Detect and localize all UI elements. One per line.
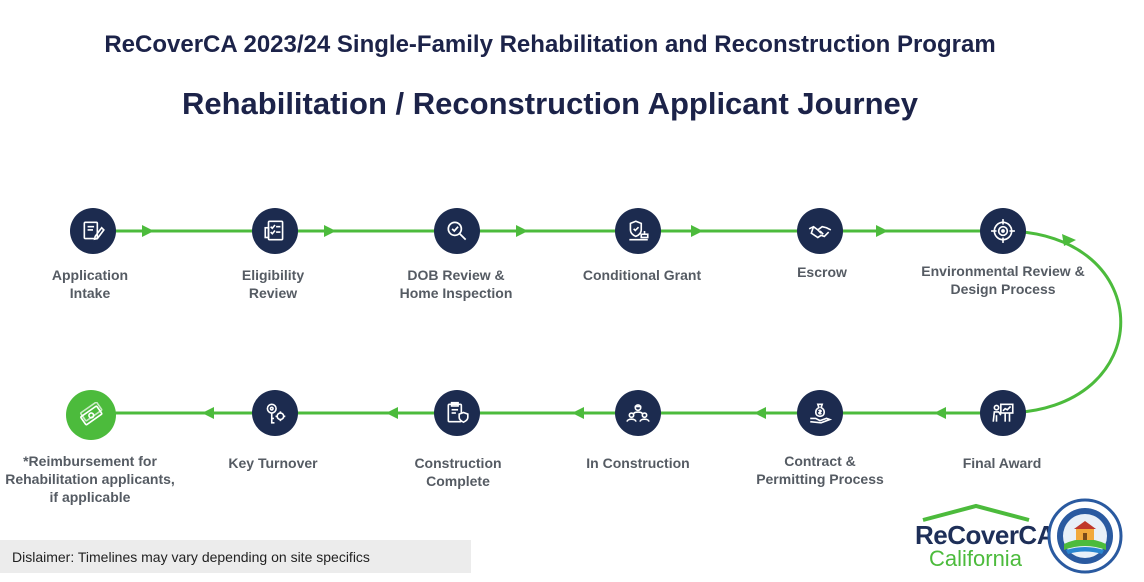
checklist-icon [264, 220, 284, 241]
step-label-contract-permitting: Contract &Permitting Process [756, 453, 884, 487]
step-node-key-turnover [252, 390, 298, 436]
step-node-environmental-review [980, 208, 1026, 254]
logo-name: ReCoverCA [915, 520, 1056, 550]
arrow-left-icon [386, 407, 398, 419]
arrow-curve-icon [1062, 234, 1076, 246]
handshake-icon [808, 225, 832, 239]
arrow-right-icon [142, 225, 154, 237]
arrow-left-icon [934, 407, 946, 419]
step-label-final-award: Final Award [962, 455, 1042, 471]
arrow-left-icon [572, 407, 584, 419]
arrow-right-icon [691, 225, 703, 237]
magnifier-check-icon [447, 221, 467, 241]
clipboard-shield-icon [447, 401, 469, 424]
journey-title: Rehabilitation / Reconstruction Applican… [181, 86, 919, 121]
connector-line [93, 229, 1123, 415]
step-node-final-award [980, 390, 1026, 436]
step-node-reimbursement [66, 390, 116, 440]
disclaimer-text: Dislaimer: Timelines may vary depending … [12, 548, 370, 565]
arrow-left-icon [202, 407, 214, 419]
arrow-left-icon [754, 407, 766, 419]
roof-icon [922, 503, 1030, 522]
step-label-in-construction: In Construction [586, 455, 690, 471]
step-label-conditional-grant: Conditional Grant [582, 267, 702, 283]
step-node-eligibility-review [252, 208, 298, 254]
target-icon [991, 219, 1015, 243]
stamp-shield-icon [629, 220, 649, 241]
step-node-escrow [797, 208, 843, 254]
arrow-right-icon [324, 225, 336, 237]
step-node-conditional-grant [615, 208, 661, 254]
disclaimer-banner: Dislaimer: Timelines may vary depending … [0, 540, 471, 573]
step-label-key-turnover: Key Turnover [228, 455, 318, 471]
step-label-dob-review: DOB Review &Home Inspection [399, 267, 513, 301]
cash-icon [80, 402, 103, 426]
step-node-in-construction [615, 390, 661, 436]
arrow-right-icon [876, 225, 888, 237]
money-bag-hand-icon [810, 403, 833, 424]
arrow-right-icon [516, 225, 528, 237]
step-label-environmental-review: Environmental Review &Design Process [921, 263, 1085, 297]
step-node-dob-review [434, 208, 480, 254]
hcd-seal-icon [1047, 498, 1123, 574]
recoverca-logo: ReCoverCA California [915, 500, 1056, 572]
step-node-contract-permitting [797, 390, 843, 436]
program-title: ReCoverCA 2023/24 Single-Family Rehabili… [104, 31, 996, 58]
document-pen-icon [83, 221, 105, 241]
logo-state: California [929, 546, 1022, 571]
workers-icon [626, 404, 650, 422]
step-node-application-intake [70, 208, 116, 254]
step-node-construction-complete [434, 390, 480, 436]
key-gear-icon [266, 403, 286, 424]
step-label-escrow: Escrow [797, 264, 847, 280]
presentation-icon [992, 403, 1014, 422]
